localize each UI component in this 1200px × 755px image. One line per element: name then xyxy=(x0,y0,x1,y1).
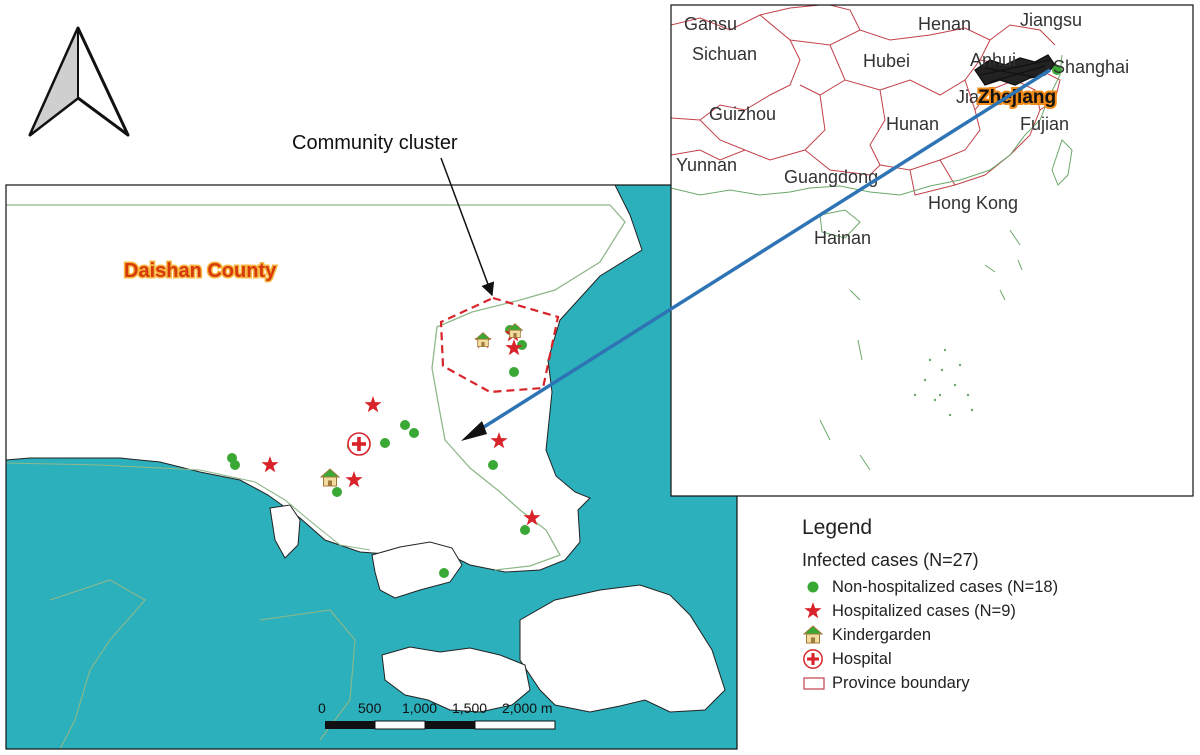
south-island xyxy=(371,541,463,599)
case-dot xyxy=(509,367,519,377)
north-arrow-icon xyxy=(28,26,130,137)
main-map: Daishan County 0 500 1,000 1,500 2,000 m xyxy=(5,184,738,750)
legend-item-label: Hospitalized cases (N=9) xyxy=(832,601,1016,620)
province-label: Henan xyxy=(918,14,971,34)
county-label: Daishan County xyxy=(124,260,277,282)
community-cluster-outline xyxy=(439,296,560,394)
scale-tick: 500 xyxy=(358,700,382,716)
case-dot xyxy=(230,460,240,470)
inset-map-background xyxy=(671,5,1193,496)
red-star-icon xyxy=(802,600,832,622)
province-label: Guizhou xyxy=(709,104,776,124)
province-label: Jiangxi xyxy=(956,87,1012,107)
legend: Legend Infected cases (N=27) Non-hospita… xyxy=(802,516,1182,695)
case-dot xyxy=(400,420,410,430)
south-island-2 xyxy=(381,646,531,713)
connector-line xyxy=(467,68,1051,439)
case-dot xyxy=(380,438,390,448)
scale-tick: 1,000 xyxy=(402,700,437,716)
province-label: Shanghai xyxy=(1053,57,1129,77)
province-label: Gansu xyxy=(684,14,737,34)
zhejiang-point xyxy=(1052,65,1062,75)
case-dot xyxy=(488,460,498,470)
legend-subtitle: Infected cases (N=27) xyxy=(802,550,979,570)
case-dot xyxy=(520,525,530,535)
case-dot xyxy=(332,487,342,497)
legend-item-label: Hospital xyxy=(832,649,892,668)
province-label: Hubei xyxy=(863,51,910,71)
legend-item-kindergarden: Kindergarden xyxy=(802,623,1182,647)
inset-map: Gansu Henan Jiangsu Sichuan Hubei Anhui … xyxy=(670,4,1194,497)
province-label: Anhui xyxy=(970,50,1016,70)
connector-arrowhead xyxy=(461,421,487,441)
province-label: Hong Kong xyxy=(928,193,1018,213)
district-boundary-2 xyxy=(6,462,371,551)
southwest-islet xyxy=(269,504,301,559)
province-label: Fujian xyxy=(1020,114,1069,134)
province-label: Sichuan xyxy=(692,44,757,64)
province-label: Yunnan xyxy=(676,155,737,175)
legend-item-province-boundary: Province boundary xyxy=(802,671,1182,695)
scale-tick: 2,000 m xyxy=(502,700,553,716)
province-label: Jiangsu xyxy=(1020,10,1082,30)
scale-tick: 1,500 xyxy=(452,700,487,716)
coastline xyxy=(671,54,1073,471)
sea-boundary-2 xyxy=(259,609,356,741)
province-label: Hainan xyxy=(814,228,871,248)
islets xyxy=(913,348,974,417)
legend-item-hospitalized: Hospitalized cases (N=9) xyxy=(802,599,1182,623)
cluster-label: Community cluster xyxy=(292,132,458,154)
sea-boundary xyxy=(49,579,146,749)
kindergarden-icon xyxy=(802,624,832,646)
legend-item-label: Non-hospitalized cases (N=18) xyxy=(832,577,1059,596)
inset-map-frame xyxy=(670,4,1194,497)
legend-item-label: Province boundary xyxy=(832,673,970,692)
green-dot-icon xyxy=(802,576,832,598)
province-boundary-icon xyxy=(802,672,832,694)
province-label: Hunan xyxy=(886,114,939,134)
legend-title: Legend xyxy=(802,516,873,539)
province-labels: Gansu Henan Jiangsu Sichuan Hubei Anhui … xyxy=(676,10,1129,248)
legend-item-hospital: Hospital xyxy=(802,647,1182,671)
scale-bar: 0 500 1,000 1,500 2,000 m xyxy=(318,700,556,730)
legend-item-non-hospitalized: Non-hospitalized cases (N=18) xyxy=(802,575,1182,599)
case-dot xyxy=(439,568,449,578)
legend-item-label: Kindergarden xyxy=(832,625,932,644)
southeast-island xyxy=(519,584,726,713)
zhejiang-highlight xyxy=(974,54,1056,86)
province-label: Guangdong xyxy=(784,167,878,187)
case-dot xyxy=(517,340,527,350)
scale-tick: 0 xyxy=(318,700,326,716)
hospital-cross-icon xyxy=(802,648,832,670)
case-dot xyxy=(409,428,419,438)
hospital-cross-icon xyxy=(347,432,371,456)
cluster-arrow xyxy=(440,157,495,297)
district-boundary xyxy=(6,204,626,571)
